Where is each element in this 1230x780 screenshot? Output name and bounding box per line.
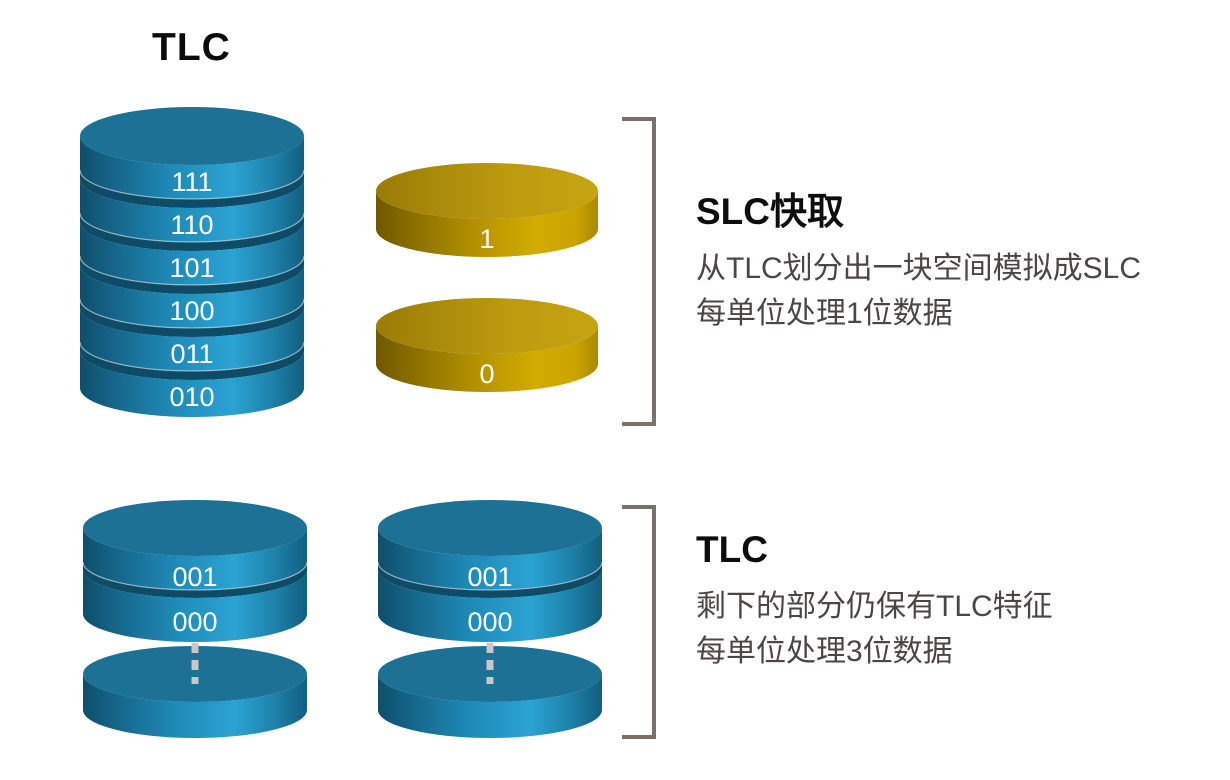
slc-disks: 1 0	[374, 160, 600, 400]
slc-group-bracket	[622, 117, 656, 426]
cylinder-top-face	[83, 500, 307, 556]
tlc-remainder-stack: 001 000	[82, 498, 308, 742]
slc-info-line: 从TLC划分出一块空间模拟成SLC	[696, 252, 1142, 285]
cell-value-label: 110	[170, 210, 213, 240]
slc-info-block: SLC快取 从TLC划分出一块空间模拟成SLC 每单位处理1位数据	[696, 192, 1216, 336]
cell-value-label: 000	[172, 607, 217, 637]
section-divider-dashed-line	[0, 452, 700, 462]
tlc-info-block: TLC 剩下的部分仍保有TLC特征 每单位处理3位数据	[696, 530, 1216, 674]
slc-disks-graphic: 1 0	[376, 163, 598, 392]
tlc-cylinder-stack: 111 110 101 100 011 010	[78, 104, 308, 424]
disk-top-face	[376, 298, 598, 354]
cell-value-label: 100	[169, 296, 214, 326]
tlc-group-bracket	[622, 505, 656, 739]
cylinder-top-face	[83, 646, 307, 702]
cell-value-label: 000	[467, 607, 512, 637]
tlc-cylinder-stack-graphic: 111 110 101 100 011 010	[79, 107, 305, 417]
tlc-remainder-stack: 001 000	[377, 498, 603, 742]
cell-value-label: 111	[171, 167, 212, 197]
cylinder-top-face	[378, 646, 602, 702]
cell-value-label: 101	[169, 253, 214, 283]
tlc-stack-title: TLC	[152, 26, 231, 69]
tlc-info-line: 剩下的部分仍保有TLC特征	[696, 590, 1053, 623]
cell-value-label: 001	[467, 562, 512, 592]
tlc-remainder-stack-graphic: 001 000	[82, 500, 308, 738]
disk-top-face	[376, 163, 598, 219]
cylinder-top-face	[80, 107, 304, 165]
slc-info-line: 每单位处理1位数据	[696, 297, 953, 330]
tlc-remainder-stack-graphic: 001 000	[377, 500, 603, 738]
slc-bit-label: 0	[479, 359, 494, 389]
cell-value-label: 011	[170, 339, 213, 369]
tlc-info-line: 每单位处理3位数据	[696, 635, 953, 668]
cell-value-label: 010	[169, 382, 214, 412]
slc-bit-label: 1	[479, 224, 494, 254]
cylinder-top-face	[378, 500, 602, 556]
tlc-info-heading: TLC	[696, 529, 768, 570]
cell-value-label: 001	[172, 562, 217, 592]
slc-info-heading: SLC快取	[696, 191, 844, 232]
